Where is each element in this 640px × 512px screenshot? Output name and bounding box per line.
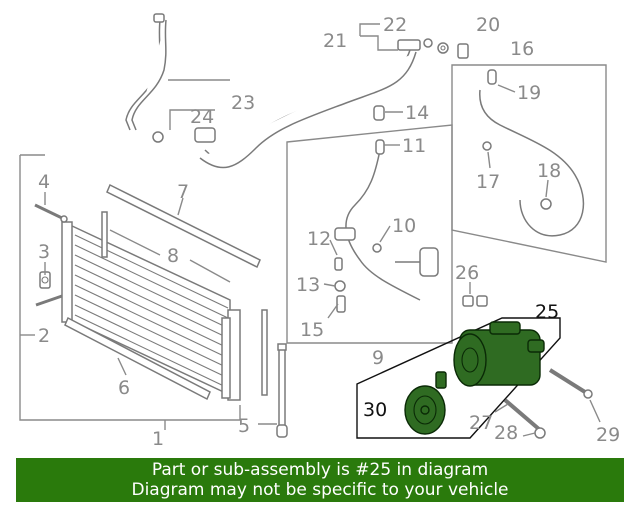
callout-1: 1	[152, 428, 164, 450]
bolt-4	[34, 203, 68, 223]
condenser-bracket	[19, 154, 241, 430]
group-box-25	[356, 317, 561, 439]
callout-11: 11	[402, 135, 426, 157]
bolt-27	[503, 398, 542, 432]
seal-strip-7	[106, 183, 261, 269]
callout-10: 10	[392, 215, 416, 237]
seal-strip-6	[64, 316, 211, 401]
drier-rod-5	[276, 343, 288, 438]
clutch-pulley-30	[404, 371, 447, 435]
side-bracket-8	[101, 211, 268, 396]
callout-29: 29	[596, 424, 620, 446]
callout-28: 28	[494, 422, 518, 444]
compressor-assembly	[453, 321, 545, 387]
pressure-line-21	[194, 38, 433, 169]
callout-30: 30	[363, 399, 387, 421]
group-box-9	[286, 124, 453, 344]
callout-8: 8	[167, 245, 179, 267]
callout-17: 17	[476, 171, 500, 193]
callout-26: 26	[455, 262, 479, 284]
callout-23: 23	[231, 92, 255, 114]
callout-2: 2	[38, 325, 50, 347]
callout-5: 5	[238, 415, 250, 437]
callout-9: 9	[372, 347, 384, 369]
bolt-29	[548, 368, 593, 399]
callout-7: 7	[177, 181, 189, 203]
banner-line-2: Diagram may not be specific to your vehi…	[131, 480, 509, 500]
callout-15: 15	[300, 319, 324, 341]
suction-line-23	[125, 13, 167, 131]
callout-21: 21	[323, 30, 347, 52]
callout-3: 3	[38, 241, 50, 263]
fitting-20	[457, 43, 469, 59]
callout-13: 13	[296, 274, 320, 296]
o-ring-22	[437, 42, 449, 54]
valve-14	[373, 105, 385, 121]
callout-12: 12	[307, 228, 331, 250]
banner-line-1: Part or sub-assembly is #25 in diagram	[151, 460, 489, 480]
callout-25: 25	[535, 301, 559, 323]
washer-28	[534, 427, 546, 439]
callout-22: 22	[383, 14, 407, 36]
condenser	[61, 221, 241, 401]
leader-lines	[44, 84, 601, 437]
callout-19: 19	[517, 82, 541, 104]
callout-24: 24	[190, 106, 214, 128]
callout-14: 14	[405, 102, 429, 124]
o-ring-24	[152, 131, 164, 143]
callout-18: 18	[537, 160, 561, 182]
group-box-16	[451, 64, 607, 263]
callout-4: 4	[38, 171, 50, 193]
bolt-2	[35, 294, 63, 307]
callout-16: 16	[510, 38, 534, 60]
fitting-26	[462, 295, 488, 307]
callout-6: 6	[118, 377, 130, 399]
callout-20: 20	[476, 14, 500, 36]
info-banner: Part or sub-assembly is #25 in diagram D…	[16, 458, 624, 502]
callout-27: 27	[469, 412, 493, 434]
